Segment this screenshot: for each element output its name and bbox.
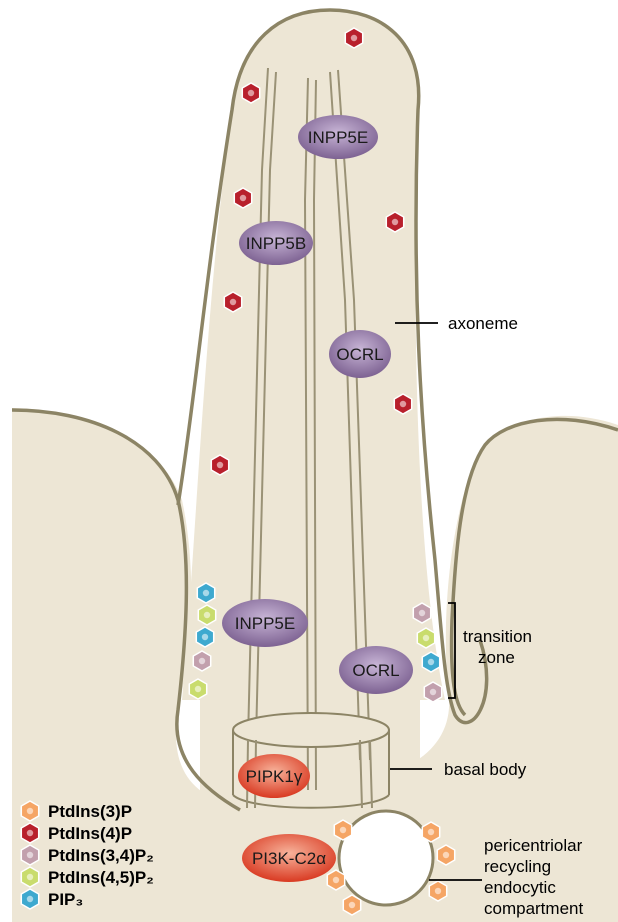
lipid-PtdIns34P2-icon	[413, 603, 430, 623]
lipid-PtdIns4P-icon	[394, 394, 411, 414]
lipid-PtdIns4P-icon	[224, 292, 241, 312]
lipid-PtdIns3P-icon	[437, 845, 454, 865]
callout-transition-label-1: transition	[463, 627, 532, 646]
enzyme-inpp5e-tz: INPP5E	[222, 599, 308, 647]
callout-transition-label-2: zone	[478, 648, 515, 667]
enzyme-pi3k-c2a-label: PI3K-C2α	[252, 849, 326, 868]
callout-pericentriolar-label-4: compartment	[484, 899, 583, 918]
enzyme-ocrl-top-label: OCRL	[336, 345, 383, 364]
enzyme-inpp5e-top: INPP5E	[298, 115, 378, 159]
enzyme-ocrl-tz-label: OCRL	[352, 661, 399, 680]
legend-label: PtdIns(3)P	[48, 802, 132, 821]
enzyme-ocrl-top: OCRL	[329, 330, 391, 378]
lipid-PIP3-icon	[422, 652, 439, 672]
enzyme-pi3k-c2a: PI3K-C2α	[242, 834, 336, 882]
enzyme-inpp5e-top-label: INPP5E	[308, 128, 368, 147]
lipid-PtdIns4P-icon	[345, 28, 362, 48]
legend-PtdIns34P2-icon	[21, 845, 38, 865]
lipid-PtdIns45P2-icon	[189, 679, 206, 699]
lipid-PtdIns4P-icon	[386, 212, 403, 232]
lipid-PtdIns4P-icon	[234, 188, 251, 208]
lipid-PtdIns3P-icon	[422, 822, 439, 842]
enzyme-pipk1g: PIPK1γ	[238, 754, 310, 798]
legend-PtdIns3P-icon	[21, 801, 38, 821]
legend-PtdIns4P-icon	[21, 823, 38, 843]
lipid-PIP3-icon	[197, 583, 214, 603]
legend-label: PIP₃	[48, 890, 83, 909]
endocytic-vesicle	[339, 811, 433, 905]
lipid-PtdIns34P2-icon	[424, 682, 441, 702]
lipid-PIP3-icon	[196, 627, 213, 647]
lipid-PtdIns3P-icon	[429, 881, 446, 901]
lipid-PtdIns45P2-icon	[198, 605, 215, 625]
cilium-body	[182, 10, 445, 700]
lipid-PtdIns3P-icon	[327, 870, 344, 890]
enzyme-inpp5b: INPP5B	[239, 221, 313, 265]
lipid-PtdIns45P2-icon	[417, 628, 434, 648]
enzyme-inpp5e-tz-label: INPP5E	[235, 614, 295, 633]
callout-axoneme-label: axoneme	[448, 314, 518, 333]
enzyme-pipk1g-label: PIPK1γ	[246, 767, 303, 786]
lipid-PtdIns4P-icon	[211, 455, 228, 475]
callout-pericentriolar-label-2: recycling	[484, 857, 551, 876]
legend-label: PtdIns(4)P	[48, 824, 132, 843]
legend-PtdIns45P2-icon	[21, 867, 38, 887]
legend-PIP3-icon	[21, 889, 38, 909]
enzyme-ocrl-tz: OCRL	[339, 646, 413, 694]
callout-basal-body-label: basal body	[444, 760, 527, 779]
lipid-PtdIns4P-icon	[242, 83, 259, 103]
legend-label: PtdIns(3,4)P₂	[48, 846, 154, 865]
lipid-PtdIns3P-icon	[343, 895, 360, 915]
lipid-PtdIns34P2-icon	[193, 651, 210, 671]
callout-pericentriolar-label-1: pericentriolar	[484, 836, 583, 855]
callout-pericentriolar-label-3: endocytic	[484, 878, 556, 897]
legend-label: PtdIns(4,5)P₂	[48, 868, 154, 887]
enzyme-inpp5b-label: INPP5B	[246, 234, 306, 253]
lipid-PtdIns3P-icon	[334, 820, 351, 840]
